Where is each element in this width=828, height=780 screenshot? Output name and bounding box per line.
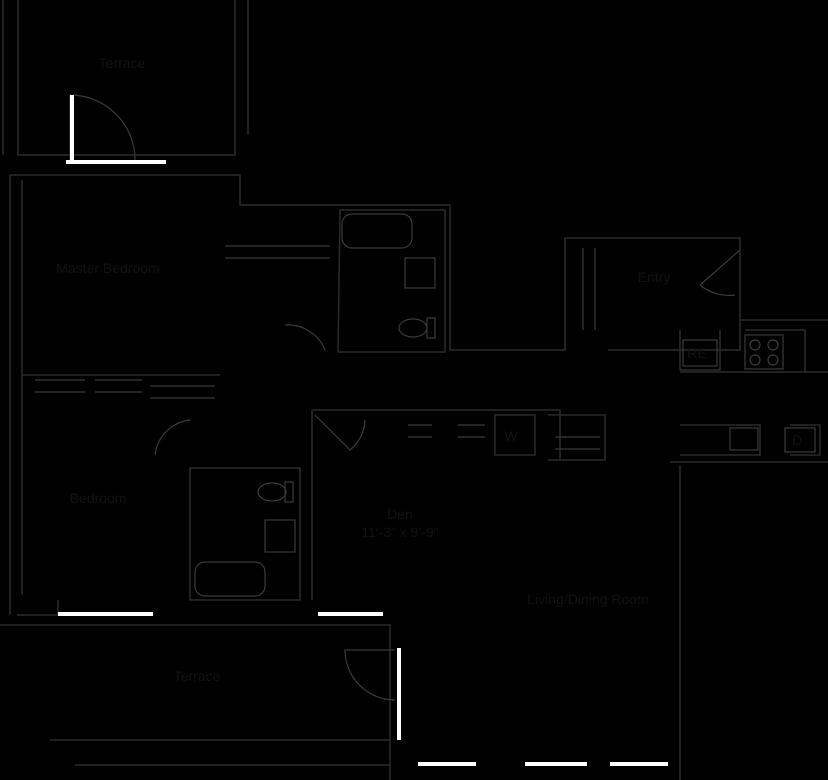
terrace-bottom-label: Terrace — [174, 668, 221, 684]
window-living-1 — [418, 762, 476, 766]
terrace-top-label: Terrace — [99, 55, 146, 71]
closet-rods — [35, 245, 600, 450]
range-cooktop — [744, 334, 784, 370]
second-bath-fixtures — [194, 481, 296, 597]
doors — [69, 94, 741, 701]
living-dining-label: Living/Dining Room — [527, 591, 648, 607]
den-dimensions: 11'-3" x 9'-9" — [361, 524, 438, 540]
entry-door — [699, 249, 741, 297]
windows — [58, 95, 668, 766]
master-bath-fixtures — [341, 213, 436, 339]
den-door — [314, 414, 366, 451]
den-label: Den — [387, 506, 413, 522]
kitchen-sink — [729, 427, 759, 451]
second-sink — [264, 519, 296, 553]
window-terrace-door — [397, 648, 401, 740]
master-bedroom-label: Master Bedroom — [56, 260, 159, 276]
entry-label: Entry — [638, 269, 671, 285]
terrace-bottom-door — [344, 649, 396, 701]
dishwasher-label: D — [792, 432, 802, 448]
bedroom-label: Bedroom — [70, 490, 127, 506]
bedroom-door — [154, 419, 191, 456]
window-terrace-top — [66, 160, 166, 164]
master-sink — [404, 257, 436, 289]
terrace-top-door — [69, 94, 136, 161]
window-bedroom — [58, 612, 153, 616]
refrigerator-label: RE — [687, 345, 706, 361]
window-living-3 — [610, 762, 668, 766]
master-tub — [341, 213, 413, 249]
window-den — [318, 612, 383, 616]
second-toilet — [257, 482, 287, 502]
second-tub — [194, 561, 266, 597]
master-bedroom-door — [284, 324, 326, 351]
kitchen-fixtures — [682, 334, 816, 453]
window-living-2 — [525, 762, 587, 766]
washer-label: W — [504, 428, 518, 444]
